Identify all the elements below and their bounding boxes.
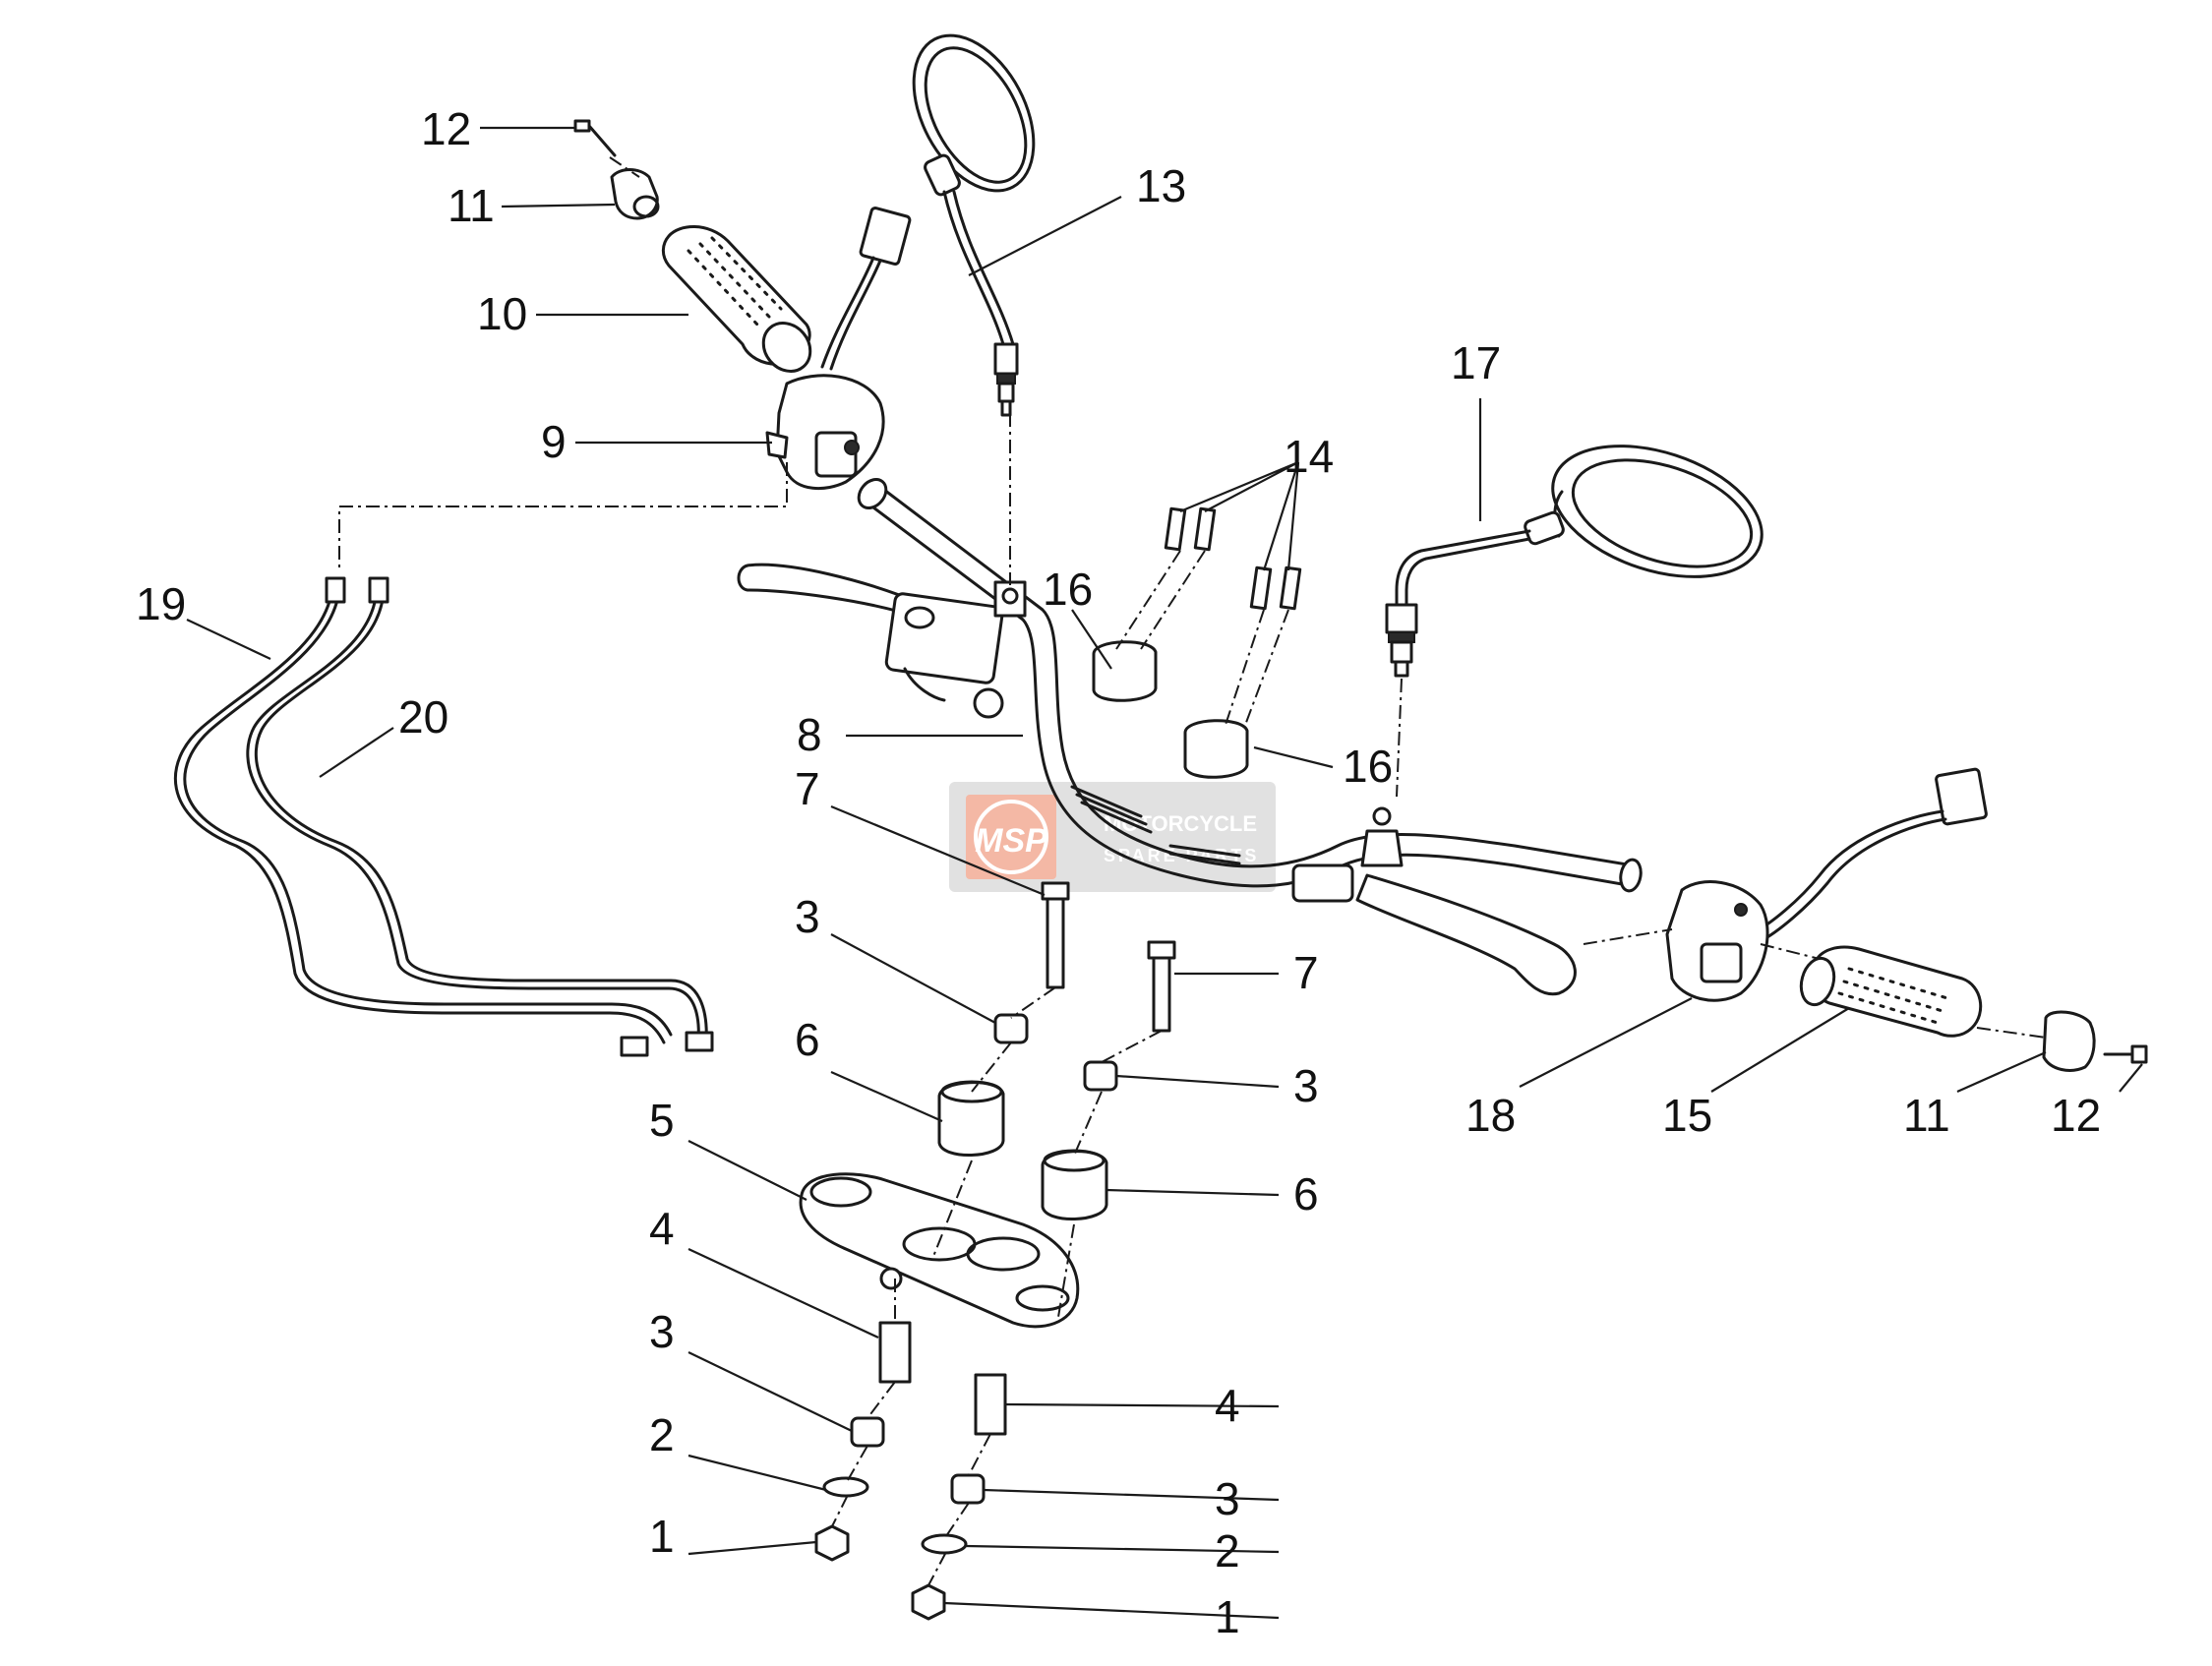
- callout-12-right: 12: [2051, 1090, 2101, 1141]
- left-bar-end-weight: [610, 168, 660, 220]
- watermark-logo-text: MSP: [975, 822, 1047, 860]
- bolt-7-right: [1147, 940, 1176, 1033]
- upper-triple-clamp: [799, 1172, 1080, 1329]
- callout-5: 5: [649, 1095, 675, 1146]
- callout-6-left: 6: [795, 1014, 820, 1065]
- callout-15: 15: [1662, 1090, 1712, 1141]
- callout-3-lower-right: 3: [1215, 1473, 1240, 1524]
- callout-1-left: 1: [649, 1511, 675, 1562]
- callout-8: 8: [797, 709, 822, 760]
- callout-9: 9: [541, 416, 567, 467]
- right-switch-housing: [1665, 767, 1988, 1002]
- callout-3-lower-left: 3: [649, 1306, 675, 1357]
- washers-2: [822, 1476, 968, 1555]
- left-brake-lever-assembly: [737, 563, 1027, 719]
- brake-hoses: [173, 576, 714, 1057]
- watermark: MSP MOTORCYCLE SPARE PARTS: [949, 782, 1276, 892]
- callout-19: 19: [136, 578, 186, 629]
- clamp-bolts-14: [1164, 506, 1302, 611]
- left-switch-housing: [765, 207, 912, 491]
- callout-18: 18: [1465, 1090, 1516, 1141]
- right-grip: [1799, 945, 1983, 1038]
- right-bar-end-weight: [2042, 1010, 2096, 1072]
- callout-10: 10: [477, 288, 527, 339]
- riser-clamp-right: [1041, 1149, 1108, 1220]
- callout-13: 13: [1136, 160, 1186, 211]
- callout-2-left: 2: [649, 1409, 675, 1460]
- callout-6-right: 6: [1293, 1168, 1319, 1220]
- callout-4-left: 4: [649, 1203, 675, 1254]
- callout-20: 20: [398, 691, 448, 743]
- callout-7-left: 7: [795, 763, 820, 814]
- callout-12-left: 12: [421, 103, 471, 154]
- callout-11-right: 11: [1903, 1090, 1950, 1141]
- assembly-centerlines: [338, 156, 2047, 1586]
- left-mirror: [912, 33, 1036, 417]
- callout-16-lower: 16: [1343, 741, 1393, 792]
- bolt-7-left: [1041, 881, 1070, 989]
- callout-2-right: 2: [1215, 1525, 1240, 1577]
- right-mirror: [1385, 445, 1764, 678]
- left-grip: [661, 225, 812, 373]
- left-screw: [573, 119, 617, 157]
- leader-lines: [186, 126, 2143, 1620]
- callout-1-right: 1: [1215, 1591, 1240, 1642]
- callout-11-left: 11: [448, 180, 495, 231]
- callout-3-upper-left: 3: [795, 891, 820, 942]
- callout-17: 17: [1451, 337, 1501, 388]
- watermark-logo-badge: [966, 795, 1056, 879]
- right-screw: [2103, 1044, 2148, 1064]
- handlebar-clamp-upper: [1092, 640, 1249, 779]
- right-clutch-lever-assembly: [1291, 806, 1577, 996]
- callout-16-upper: 16: [1043, 564, 1093, 615]
- riser-clamp-left: [937, 1080, 1005, 1157]
- bushings-4: [878, 1321, 1007, 1436]
- callout-3-upper-right: 3: [1293, 1060, 1319, 1111]
- callout-7-right: 7: [1293, 947, 1319, 998]
- callout-labels: 12 11 10 9 13 17 14 16 16 19 20 8 7 3 6 …: [136, 103, 2101, 1642]
- callout-4-right: 4: [1215, 1380, 1240, 1431]
- callout-14: 14: [1284, 431, 1334, 482]
